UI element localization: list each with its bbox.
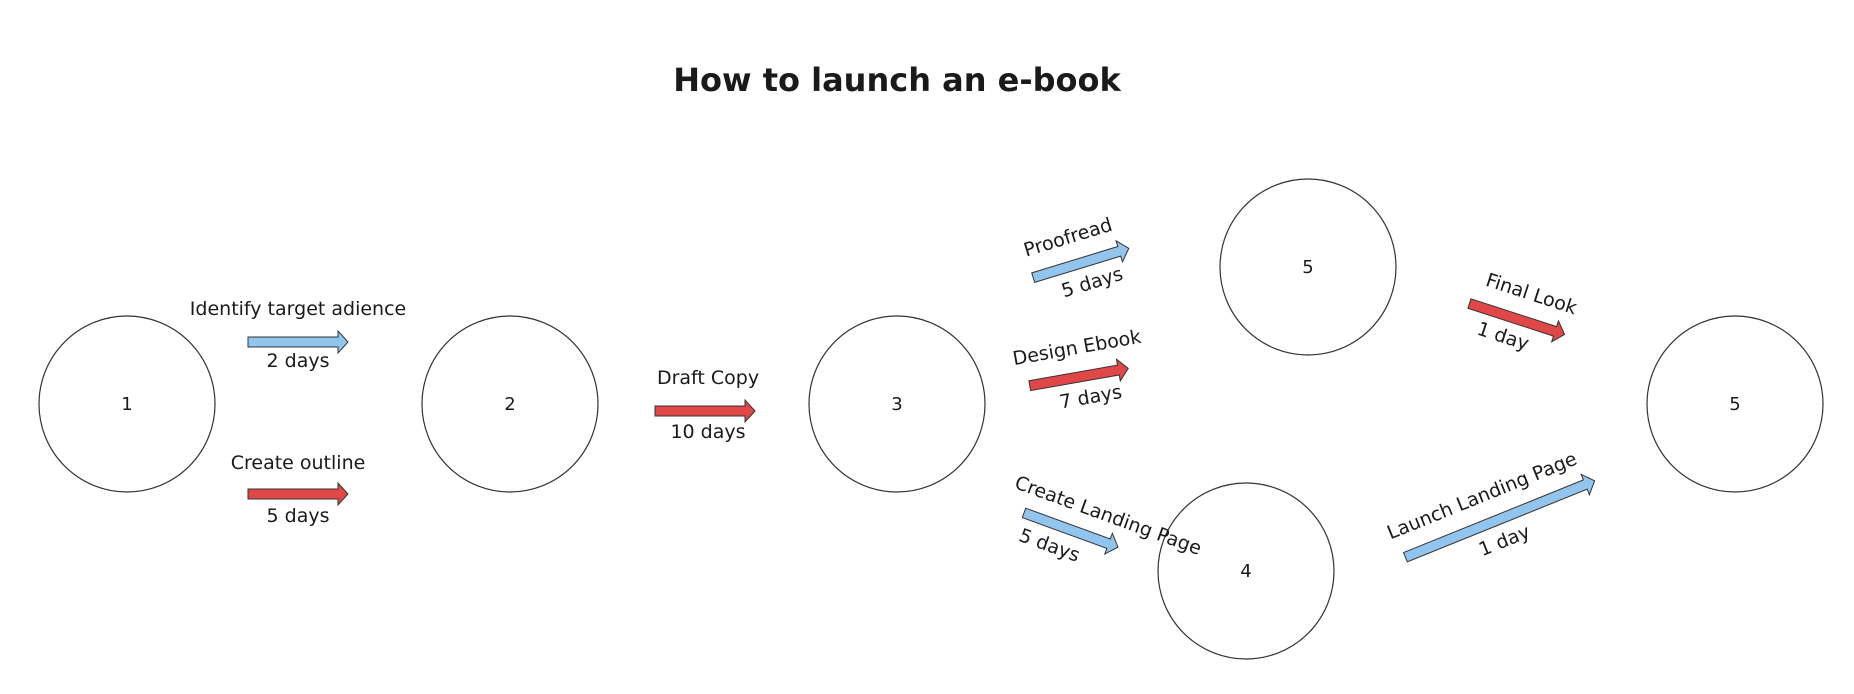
task-duration: 7 days [1058,381,1124,414]
task-arrow [654,398,756,424]
task-arrow [1028,358,1129,392]
node-label: 2 [504,394,515,415]
task-arrow [247,329,349,355]
node-3[interactable]: 3 [808,315,986,493]
task-arrow [1467,298,1566,343]
task-duration: 10 days [670,421,745,443]
task-design-ebook[interactable]: Design Ebook 7 days [1011,326,1152,420]
task-proofread[interactable]: Proofread 5 days [1021,211,1138,309]
node-1[interactable]: 1 [38,315,216,493]
task-name: Draft Copy [657,367,759,389]
task-arrow [1031,239,1130,284]
task-identify-target[interactable]: Identify target adience 2 days [190,298,406,372]
node-5-upper[interactable]: 5 [1219,178,1397,356]
task-arrow [247,481,349,507]
node-label: 3 [891,394,902,415]
task-name: Identify target adience [190,298,406,320]
task-duration: 2 days [267,350,330,372]
node-label: 5 [1729,394,1740,415]
node-label: 1 [121,394,132,415]
diagram-title: How to launch an e-book [673,61,1121,99]
task-final-look[interactable]: Final Look 1 day [1460,266,1580,365]
node-2[interactable]: 2 [421,315,599,493]
task-duration: 5 days [267,505,330,527]
task-arrow [1402,473,1596,563]
task-create-outline[interactable]: Create outline 5 days [231,452,366,527]
task-name: Design Ebook [1011,326,1143,370]
task-draft-copy[interactable]: Draft Copy 10 days [654,367,759,443]
task-name: Create outline [231,452,366,474]
node-label: 5 [1302,257,1313,278]
node-label: 4 [1240,561,1251,582]
node-4[interactable]: 4 [1157,482,1335,660]
task-arrow [1021,507,1119,556]
node-5-final[interactable]: 5 [1646,315,1824,493]
task-launch-landing-page[interactable]: Launch Landing Page 1 day [1384,445,1607,591]
